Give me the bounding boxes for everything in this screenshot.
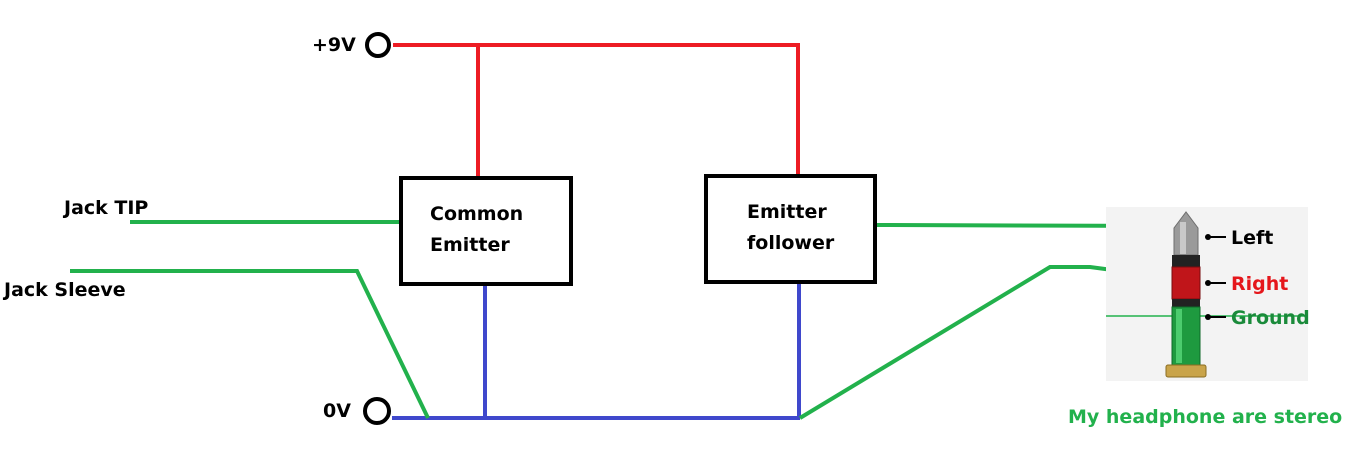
jack-ground-label: Ground <box>1231 307 1310 329</box>
supply-rail <box>393 43 800 178</box>
common-emitter-line1: Common <box>430 203 523 225</box>
jack-insulator-2 <box>1172 299 1200 307</box>
ground-pointer-dot <box>1205 314 1211 320</box>
common-emitter-block: Common Emitter <box>399 176 573 286</box>
ground-rail <box>392 282 801 420</box>
right-pointer-dot <box>1205 280 1211 286</box>
jack-tip-label: Jack TIP <box>62 197 148 219</box>
jack-ring-icon <box>1171 266 1201 300</box>
emitter-follower-box <box>704 174 877 284</box>
sleeve-wire <box>70 269 430 419</box>
jack-insulator-1 <box>1172 255 1200 267</box>
jack-right-label: Right <box>1231 273 1288 295</box>
stereo-caption: My headphone are stereo <box>1068 406 1342 428</box>
supply-label: +9V <box>312 34 356 56</box>
left-pointer-dot <box>1205 234 1211 240</box>
common-emitter-box <box>399 176 573 286</box>
common-emitter-line2: Emitter <box>430 234 510 256</box>
jack-base-icon <box>1165 364 1207 378</box>
ground-label: 0V <box>323 400 351 422</box>
emitter-follower-line2: follower <box>747 232 835 254</box>
signal-wires <box>70 220 1196 420</box>
emitter-follower-block: Emitter follower <box>704 174 877 284</box>
jack-tip-highlight <box>1180 222 1186 254</box>
emitter-follower-line1: Emitter <box>747 201 827 223</box>
ground-terminal <box>363 397 391 425</box>
supply-terminal <box>365 32 391 58</box>
jack-sleeve-label: Jack Sleeve <box>2 279 126 301</box>
headphone-jack-illustration: Left Right Ground <box>1106 207 1310 381</box>
jack-left-label: Left <box>1231 227 1273 249</box>
jack-sleeve-highlight <box>1176 309 1182 363</box>
